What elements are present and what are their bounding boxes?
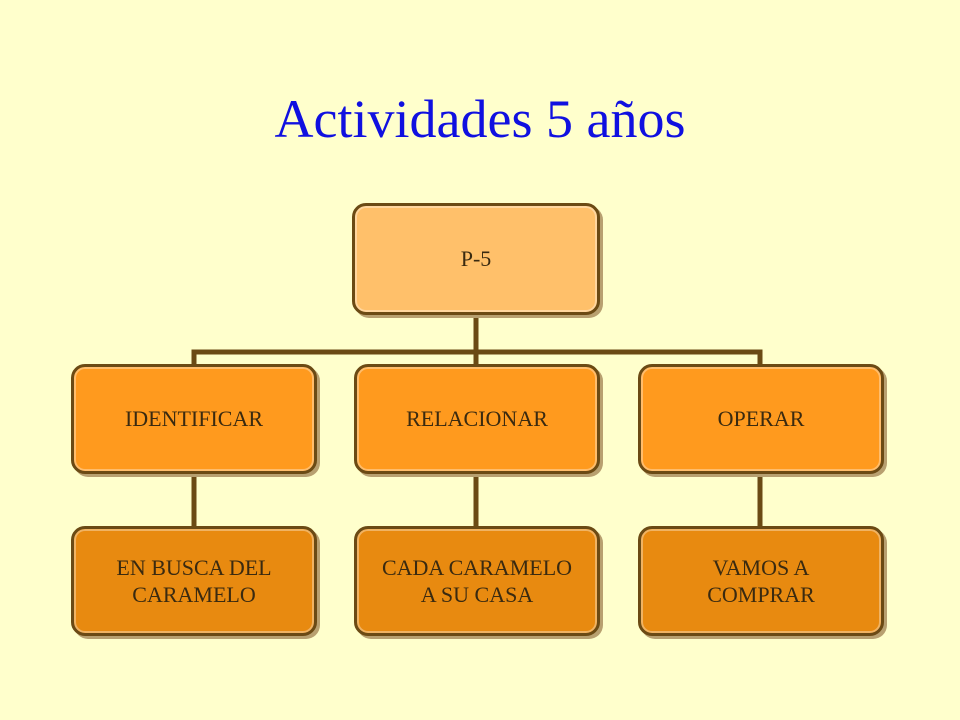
root-node-label: P-5 [460,246,492,272]
leaf-node-label: CADA CARAMELO A SU CASA [381,554,573,608]
slide-title: Actividades 5 años [274,89,686,149]
branch-node-label: IDENTIFICAR [124,406,264,432]
branch-node-label: RELACIONAR [406,406,548,432]
branch-node-label: OPERAR [717,406,805,432]
branch-node-identificar: IDENTIFICAR [71,364,317,474]
branch-node-relacionar: RELACIONAR [354,364,600,474]
leaf-node-label: VAMOS A COMPRAR [707,554,815,608]
leaf-node-label: EN BUSCA DEL CARAMELO [116,554,272,608]
leaf-node-en-busca-del-caramelo: EN BUSCA DEL CARAMELO [71,526,317,636]
branch-node-operar: OPERAR [638,364,884,474]
leaf-node-cada-caramelo: CADA CARAMELO A SU CASA [354,526,600,636]
leaf-node-vamos-a-comprar: VAMOS A COMPRAR [638,526,884,636]
root-node: P-5 [352,203,600,315]
